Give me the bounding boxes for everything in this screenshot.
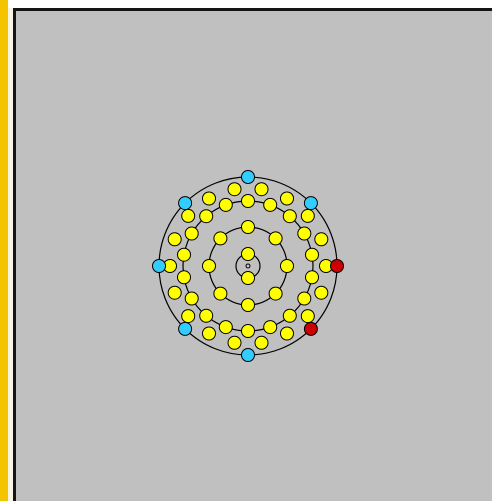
electron	[306, 248, 319, 261]
electron	[298, 227, 311, 240]
electron	[203, 192, 216, 205]
electron	[306, 271, 319, 284]
electron	[315, 286, 328, 299]
electron	[255, 183, 268, 196]
electron	[178, 248, 191, 261]
electron	[264, 321, 277, 334]
electron	[269, 232, 282, 245]
electron	[242, 299, 255, 312]
nucleus	[246, 264, 250, 268]
electron	[228, 183, 241, 196]
electron	[219, 321, 232, 334]
electron	[281, 327, 294, 340]
electron	[255, 336, 268, 349]
valence-electron	[242, 171, 255, 184]
electron	[242, 325, 255, 338]
electron	[214, 232, 227, 245]
electron	[185, 227, 198, 240]
valence-electron	[179, 197, 192, 210]
electron	[168, 286, 181, 299]
valence-electron	[153, 260, 166, 273]
electron	[315, 233, 328, 246]
valence-electron	[331, 260, 344, 273]
electron	[301, 310, 314, 323]
electron	[214, 287, 227, 300]
electron	[281, 192, 294, 205]
electron	[182, 310, 195, 323]
electron	[182, 209, 195, 222]
diagram-canvas	[13, 8, 492, 501]
electron	[264, 198, 277, 211]
electron	[200, 210, 213, 223]
electron	[185, 292, 198, 305]
electron	[283, 309, 296, 322]
accent-stripe	[0, 0, 8, 501]
electron	[219, 198, 232, 211]
electron	[203, 260, 216, 273]
electron	[283, 210, 296, 223]
valence-electron	[179, 322, 192, 335]
electron	[203, 327, 216, 340]
electron	[228, 336, 241, 349]
electron	[242, 248, 255, 261]
electron	[242, 272, 255, 285]
bohr-model-diagram	[16, 11, 492, 501]
valence-electron	[242, 349, 255, 362]
electron	[242, 195, 255, 208]
electron	[301, 209, 314, 222]
electron	[178, 271, 191, 284]
electron	[281, 260, 294, 273]
valence-electron	[304, 197, 317, 210]
electron	[200, 309, 213, 322]
electron	[242, 221, 255, 234]
electron	[269, 287, 282, 300]
electron	[298, 292, 311, 305]
electron	[168, 233, 181, 246]
valence-electron	[304, 322, 317, 335]
